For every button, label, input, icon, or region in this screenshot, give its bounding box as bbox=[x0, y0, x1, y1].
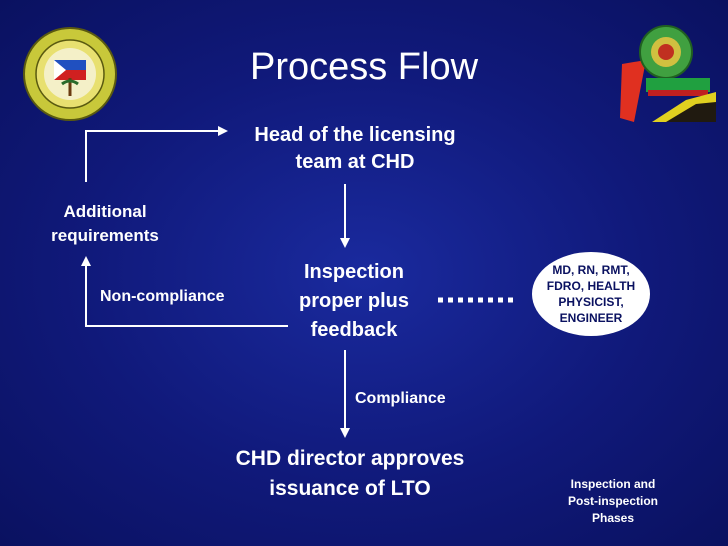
doh-seal-logo bbox=[23, 27, 117, 121]
arrow-additional-to-head bbox=[85, 126, 228, 182]
node-inspection: Inspection proper plus feedback bbox=[274, 258, 434, 345]
node-head-line-2: team at CHD bbox=[295, 151, 415, 173]
staff-list: MD, RN, RMT, FDRO, HEALTH PHYSICIST, ENG… bbox=[541, 262, 641, 326]
edge-label-noncompliance: Non-compliance bbox=[100, 288, 225, 305]
node-director: CHD director approves issuance of LTO bbox=[200, 444, 500, 504]
fourmula-one-logo bbox=[620, 25, 716, 122]
staff-line-1: MD, RN, RMT, bbox=[552, 263, 630, 277]
arrow-noncompliance bbox=[81, 256, 288, 327]
staff-line-2: FDRO, HEALTH bbox=[546, 279, 636, 293]
node-head-licensing: Head of the licensing team at CHD bbox=[215, 122, 495, 176]
phases-label: Inspection and Post-inspection Phases bbox=[553, 476, 673, 527]
node-inspection-line-1: Inspection bbox=[303, 261, 404, 283]
node-additional-line-2: requirements bbox=[51, 226, 159, 245]
page-title: Process Flow bbox=[249, 46, 479, 88]
node-inspection-line-2: proper plus bbox=[298, 290, 409, 312]
node-director-line-2: issuance of LTO bbox=[269, 477, 431, 500]
node-additional-line-1: Additional bbox=[63, 202, 147, 221]
node-staff-ellipse: MD, RN, RMT, FDRO, HEALTH PHYSICIST, ENG… bbox=[532, 252, 650, 336]
phases-line-3: Phases bbox=[591, 511, 635, 525]
phases-line-2: Post-inspection bbox=[567, 494, 658, 508]
node-inspection-line-3: feedback bbox=[310, 319, 398, 341]
node-director-line-1: CHD director approves bbox=[235, 447, 465, 470]
node-head-line-1: Head of the licensing bbox=[254, 124, 456, 146]
phases-line-1: Inspection and bbox=[570, 477, 656, 491]
staff-line-4: ENGINEER bbox=[559, 311, 623, 325]
staff-line-3: PHYSICIST, bbox=[558, 295, 624, 309]
edge-label-compliance: Compliance bbox=[355, 390, 446, 407]
node-additional-requirements: Additional requirements bbox=[30, 200, 180, 248]
